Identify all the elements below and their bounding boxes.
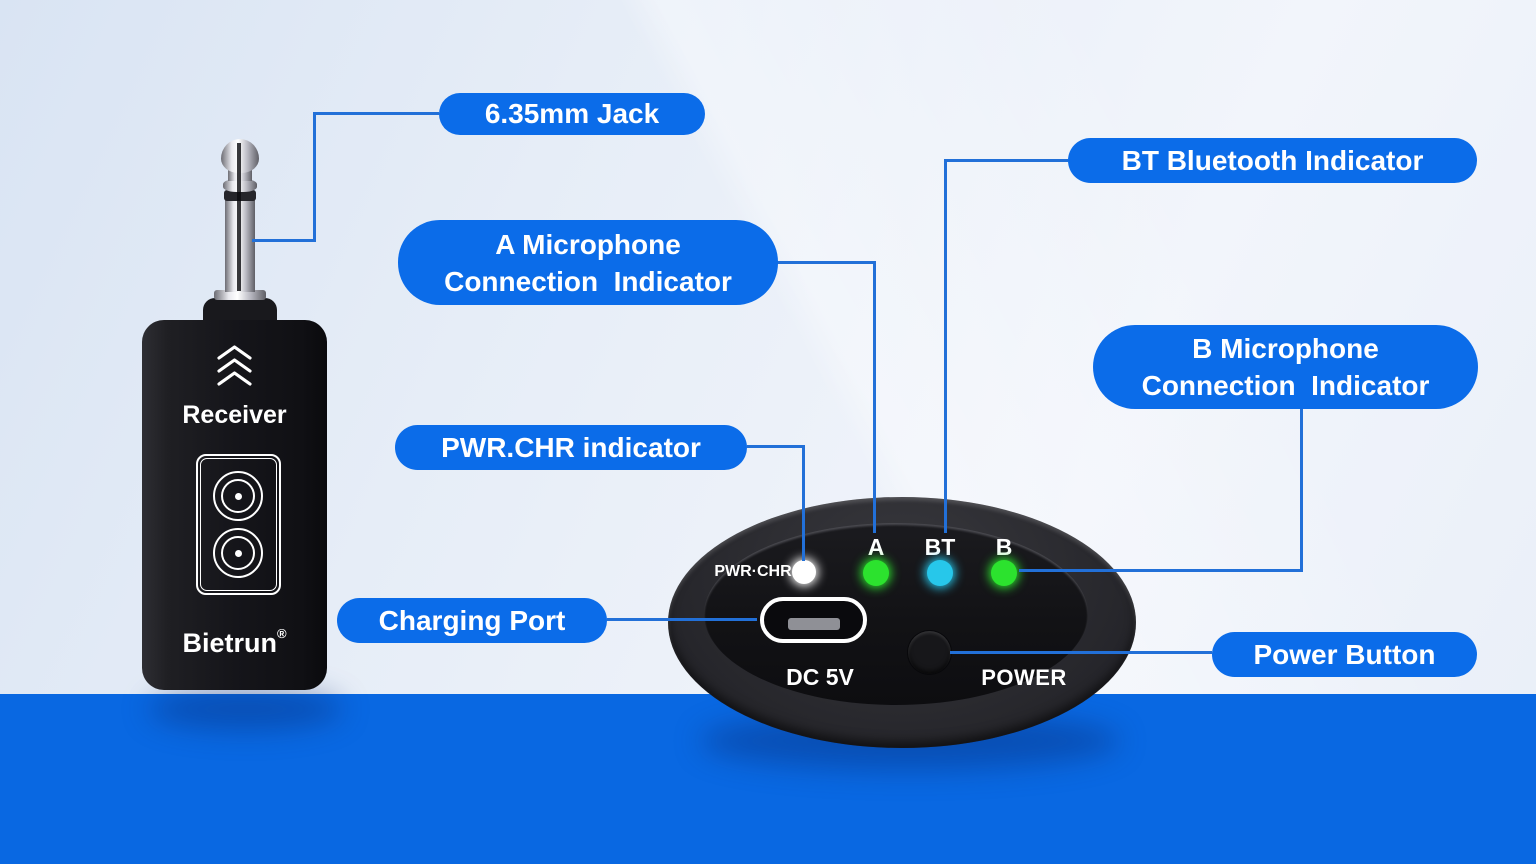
pwr-chr-led (792, 560, 816, 584)
receiver-label: Receiver (182, 401, 287, 429)
callout-line-b-h (1019, 569, 1303, 572)
receiver-knob-bottom-ring (221, 536, 255, 570)
callout-line-power-h (950, 651, 1212, 654)
indicator-bt-led (927, 560, 953, 586)
callout-a-mic-indicator: A Microphone Connection Indicator (398, 220, 778, 305)
chevron-up-icon (217, 345, 252, 386)
receiver-knob-top-ring (221, 479, 255, 513)
indicator-b-label: B (995, 534, 1013, 560)
pwr-chr-label: PWR·CHR (714, 563, 792, 580)
callout-b-mic-label: B Microphone Connection Indicator (1141, 333, 1430, 401)
callout-line-jack-h2 (252, 239, 316, 242)
registered-mark: ® (276, 626, 287, 641)
receiver-knob-bottom (213, 528, 263, 578)
callout-charging-port-label: Charging Port (378, 604, 566, 636)
indicator-a-led (863, 560, 889, 586)
brand-logo: Bietrun® (142, 626, 327, 659)
callout-bt-label: BT Bluetooth Indicator (1121, 144, 1424, 176)
callout-line-b-v (1300, 406, 1303, 572)
indicator-a-label: A (867, 534, 885, 560)
jack-center-slit (237, 143, 241, 291)
dc-5v-label: DC 5V (786, 664, 854, 690)
callout-a-mic-label: A Microphone Connection Indicator (444, 228, 732, 297)
callout-jack-label: 6.35mm Jack (484, 98, 660, 129)
callout-line-pwr-v (802, 445, 805, 561)
callout-bt-indicator: BT Bluetooth Indicator (1068, 138, 1477, 183)
callout-pwr-chr-indicator: PWR.CHR indicator (395, 425, 747, 470)
callout-line-charging-h (607, 618, 757, 621)
power-label: POWER (981, 665, 1067, 690)
receiver-shadow (148, 688, 343, 730)
callout-line-a-v (873, 261, 876, 533)
callout-charging-port: Charging Port (337, 598, 607, 643)
receiver-knob-top-dot (234, 492, 242, 500)
callout-line-bt-v (944, 159, 947, 533)
callout-line-jack-h1 (313, 112, 439, 115)
micro-usb-tongue (788, 618, 840, 630)
callout-pwr-chr-label: PWR.CHR indicator (441, 431, 701, 463)
power-button (908, 631, 951, 674)
callout-jack: 6.35mm Jack (439, 93, 705, 135)
callout-line-bt-h (944, 159, 1068, 162)
receiver-button-panel (196, 454, 281, 595)
receiver-knob-bottom-dot (234, 549, 242, 557)
callout-line-jack-v (313, 112, 316, 242)
indicator-b-led (991, 560, 1017, 586)
brand-name: Bietrun (182, 628, 277, 658)
callout-power-button: Power Button (1212, 632, 1477, 677)
receiver-knob-top (213, 471, 263, 521)
callout-power-button-label: Power Button (1253, 638, 1436, 670)
callout-line-a-h (775, 261, 876, 264)
indicator-bt-label: BT (924, 534, 956, 560)
callout-line-pwr-h (747, 445, 805, 448)
callout-b-mic-indicator: B Microphone Connection Indicator (1093, 325, 1478, 409)
jack-collar (203, 298, 277, 324)
jack-base-flange (214, 290, 266, 300)
